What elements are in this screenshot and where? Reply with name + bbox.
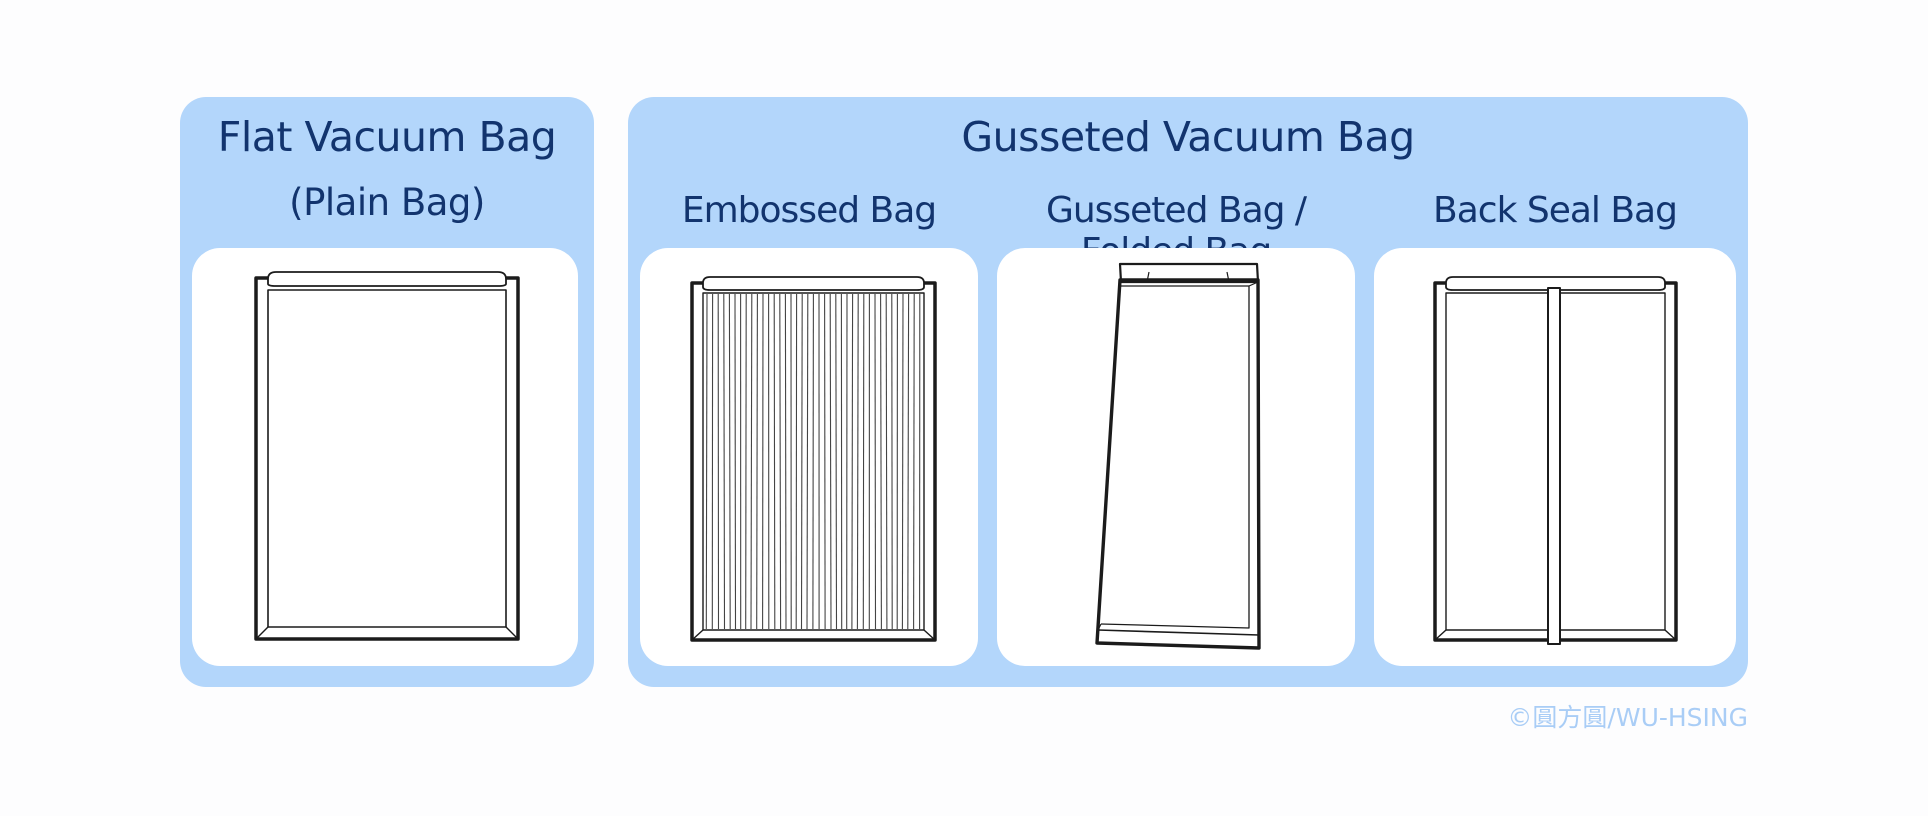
embossed-bag-illustration (690, 276, 937, 642)
copyright-watermark: ©圓方圓/WU-HSING (1507, 703, 1748, 732)
emboss-texture-line (880, 293, 882, 630)
flat-bag-illustration (254, 271, 520, 641)
back-seal-bag-card (1374, 248, 1736, 666)
flat-bag-card (192, 248, 578, 666)
emboss-texture-line (756, 293, 758, 630)
gusseted-vacuum-bag-panel: Gusseted Vacuum Bag Embossed Bag Gussete… (628, 97, 1748, 687)
emboss-texture-line (907, 293, 910, 630)
emboss-texture-line (812, 293, 814, 630)
emboss-texture-line (874, 293, 877, 630)
emboss-texture-line (862, 293, 865, 630)
gusseted-vacuum-bag-title: Gusseted Vacuum Bag (961, 113, 1415, 161)
folded-bag-illustration (1095, 262, 1261, 650)
emboss-texture-line (851, 293, 854, 630)
emboss-texture-line (734, 293, 737, 630)
emboss-texture-line (750, 293, 753, 630)
emboss-texture-line (829, 293, 832, 630)
emboss-texture-line (705, 293, 708, 630)
emboss-texture-line (824, 293, 826, 630)
emboss-texture-line (779, 293, 782, 630)
back-seal-bag-illustration (1433, 276, 1678, 645)
emboss-texture-line (723, 293, 726, 630)
emboss-texture-line (728, 293, 731, 630)
emboss-texture-line (913, 293, 915, 630)
emboss-texture-line (885, 293, 888, 630)
flat-vacuum-bag-panel: Flat Vacuum Bag (Plain Bag) (180, 97, 594, 687)
emboss-texture-line (773, 293, 776, 630)
flat-vacuum-bag-title: Flat Vacuum Bag (217, 113, 557, 161)
emboss-texture-line (745, 293, 747, 630)
back-seal-bag-label: Back Seal Bag (1433, 190, 1678, 231)
emboss-texture-line (901, 293, 904, 630)
emboss-texture-line (856, 293, 859, 630)
emboss-texture-line (784, 293, 787, 630)
embossed-bag-card (640, 248, 978, 666)
emboss-texture-line (835, 293, 838, 630)
emboss-texture-line (800, 293, 803, 630)
emboss-texture-line (806, 293, 809, 630)
plain-bag-subtitle: (Plain Bag) (289, 181, 485, 224)
embossed-bag-label: Embossed Bag (681, 190, 937, 231)
folded-bag-card (997, 248, 1355, 666)
